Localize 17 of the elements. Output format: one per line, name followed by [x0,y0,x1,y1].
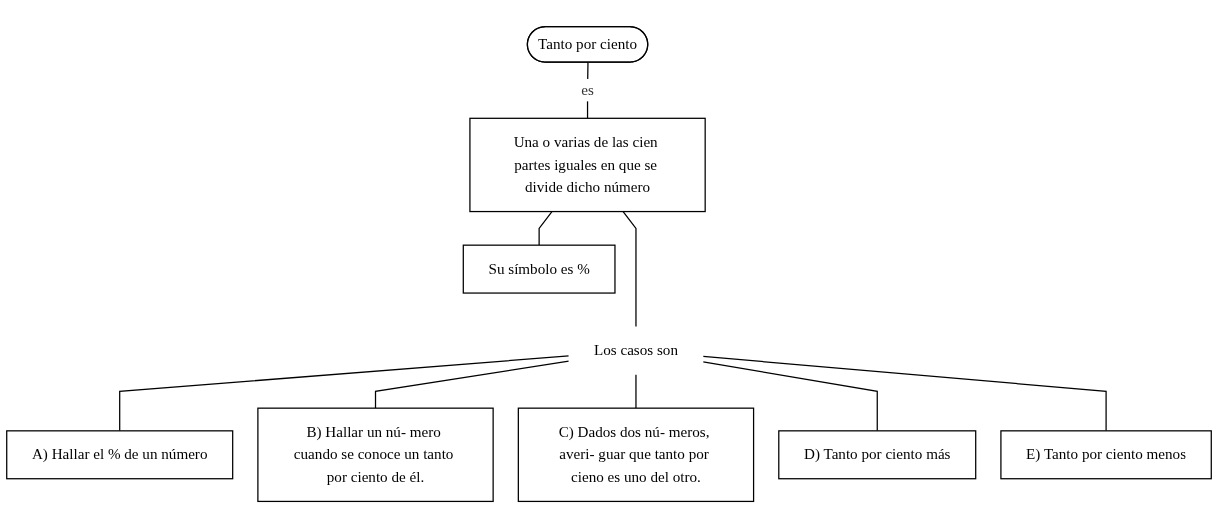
connector [702,361,878,432]
node-box: D) Tanto por ciento más [778,430,977,480]
node-box: C) Dados dos nú- meros, averi- guar que tanto por cieno es uno del otro. [517,407,755,503]
connector [622,211,637,328]
connector [702,356,1107,432]
connector [586,62,589,120]
node-text: Los casos son [593,342,678,360]
connector [635,374,637,410]
node-box: E) Tanto por ciento menos [1000,430,1212,480]
connector [119,355,570,432]
node-box: Una o varias de las cien partes iguales en que se divide dicho número [469,118,706,213]
connector [538,211,553,247]
node-box: A) Hallar el % de un número [6,430,234,480]
node-box: B) Hallar un nú- mero cuando se conoce un tanto por ciento de él. [257,407,494,503]
node-box: Su símbolo es % [462,244,616,295]
edge-label: es [581,81,594,99]
connector [374,360,570,410]
